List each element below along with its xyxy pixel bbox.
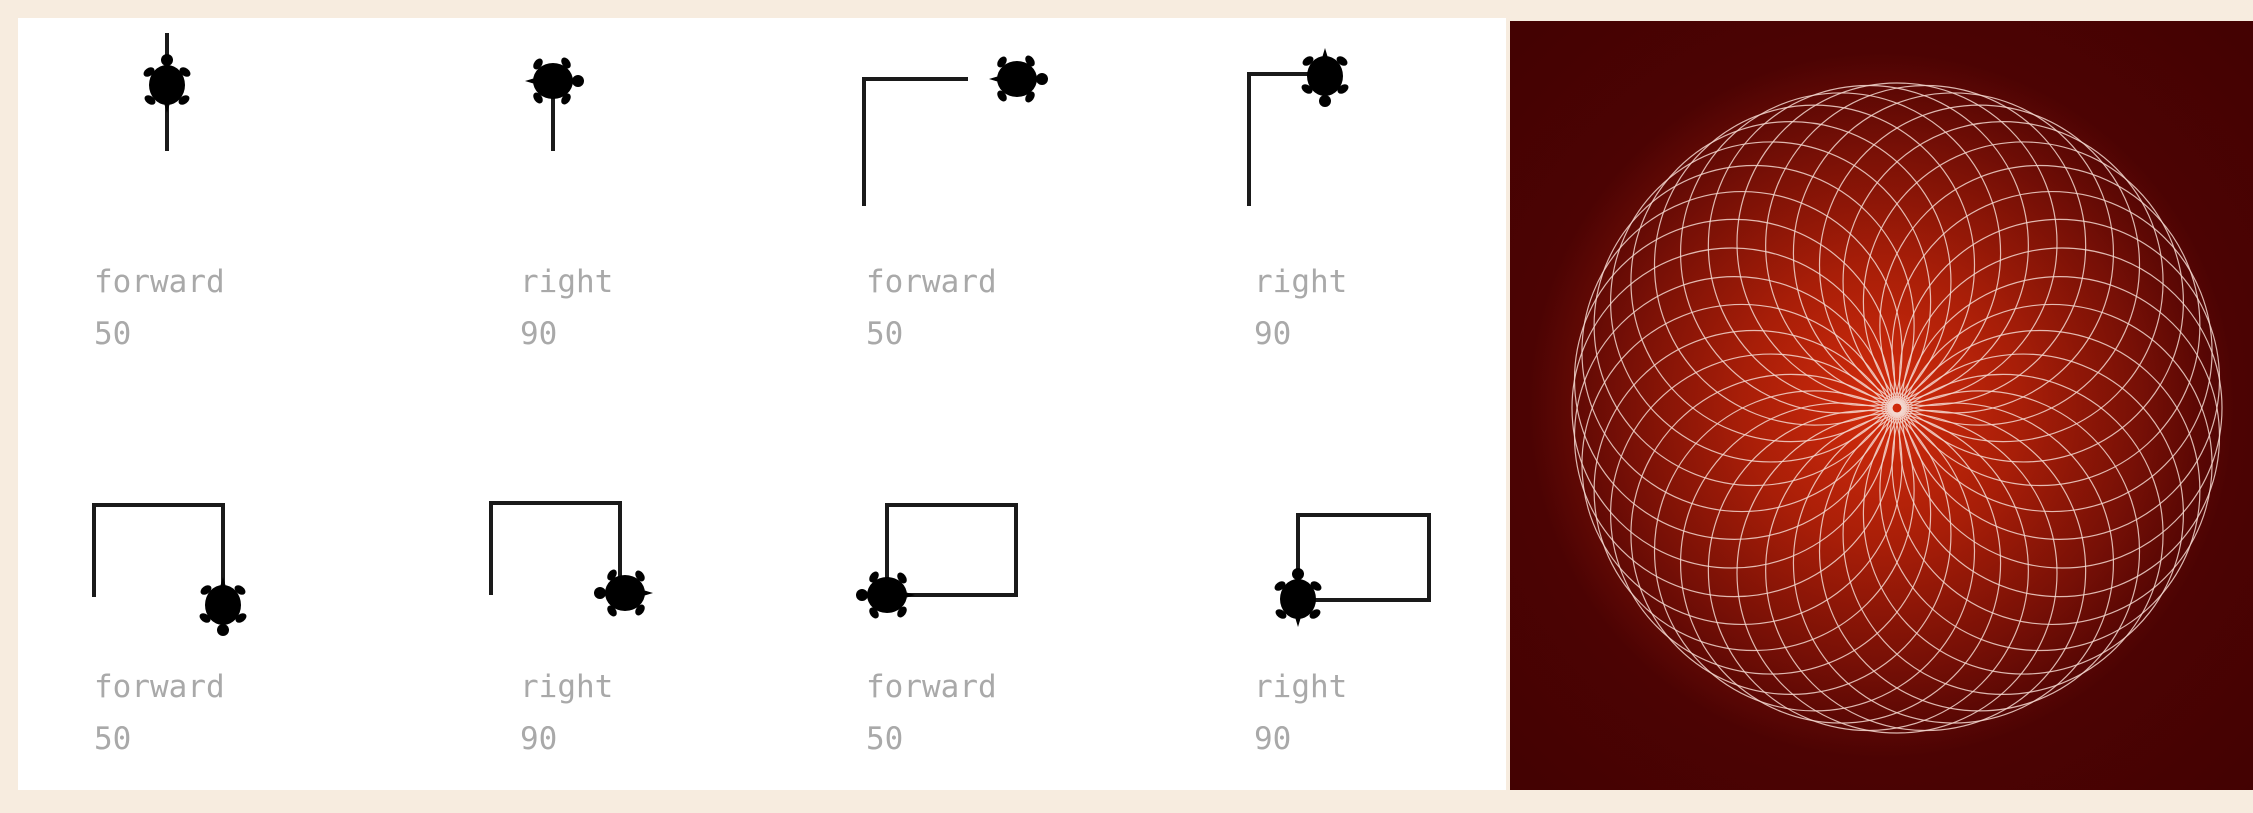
step-4: right 90: [1098, 18, 1428, 408]
command-label: right: [1254, 672, 1347, 703]
turtle-icon: [989, 54, 1048, 104]
command-value: 50: [94, 319, 131, 350]
spirograph-circle: [1766, 410, 2086, 730]
spirograph-circle: [1708, 410, 2028, 730]
command-value: 50: [866, 319, 903, 350]
step-2: right 90: [358, 18, 688, 408]
step-5: forward 50: [18, 423, 348, 813]
spirograph-circle: [1681, 93, 2001, 413]
command-label: forward: [866, 267, 997, 298]
spirograph-circle: [1582, 192, 1902, 512]
step-6: right 90: [358, 423, 688, 813]
command-value: 50: [94, 724, 131, 755]
turtle-path-figure: [358, 423, 688, 643]
spirograph-circle: [1892, 304, 2212, 624]
spirograph-circle: [1582, 304, 1902, 624]
turtle-icon: [1300, 48, 1350, 107]
turtle-path-figure: [708, 18, 1038, 238]
step-3: forward 50: [708, 18, 1038, 408]
turtle-path-figure: [18, 18, 348, 238]
command-label: forward: [866, 672, 997, 703]
spirograph-circle: [1793, 403, 2113, 723]
turtle-path-figure: [708, 423, 1038, 643]
spirograph-circle: [1766, 86, 2086, 406]
spirograph-panel: [1510, 21, 2253, 790]
turtle-path-figure: [18, 423, 348, 643]
turtle-path-figure: [1098, 423, 1428, 643]
command-label: right: [1254, 267, 1347, 298]
command-value: 50: [866, 724, 903, 755]
command-label: right: [520, 267, 613, 298]
turtle-steps-panel: forward 50 right 90 forward 50 right 90 forward 5…: [18, 18, 1506, 790]
command-value: 90: [520, 724, 557, 755]
turtle-path-figure: [358, 18, 688, 238]
spirograph-circle: [1899, 219, 2219, 539]
command-label: forward: [94, 267, 225, 298]
spirograph-figure: [1510, 21, 2253, 790]
spirograph-circle: [1793, 93, 2113, 413]
step-1: forward 50: [18, 18, 348, 408]
step-7: forward 50: [708, 423, 1038, 813]
turtle-icon: [198, 577, 248, 636]
command-value: 90: [1254, 724, 1291, 755]
spirograph-circle: [1708, 86, 2028, 406]
command-label: forward: [94, 672, 225, 703]
turtle-icon: [525, 56, 584, 106]
spirograph-circle: [1899, 277, 2219, 597]
turtle-icon: [142, 54, 192, 113]
command-value: 90: [520, 319, 557, 350]
step-8: right 90: [1098, 423, 1428, 813]
spirograph-circle: [1575, 277, 1895, 597]
turtle-path-figure: [1098, 18, 1428, 238]
turtle-icon: [1273, 568, 1323, 627]
turtle-icon: [856, 570, 915, 620]
spirograph-circle: [1681, 403, 2001, 723]
command-label: right: [520, 672, 613, 703]
turtle-icon: [594, 568, 653, 618]
command-value: 90: [1254, 319, 1291, 350]
spirograph-circle: [1892, 192, 2212, 512]
spirograph-circle: [1575, 219, 1895, 539]
